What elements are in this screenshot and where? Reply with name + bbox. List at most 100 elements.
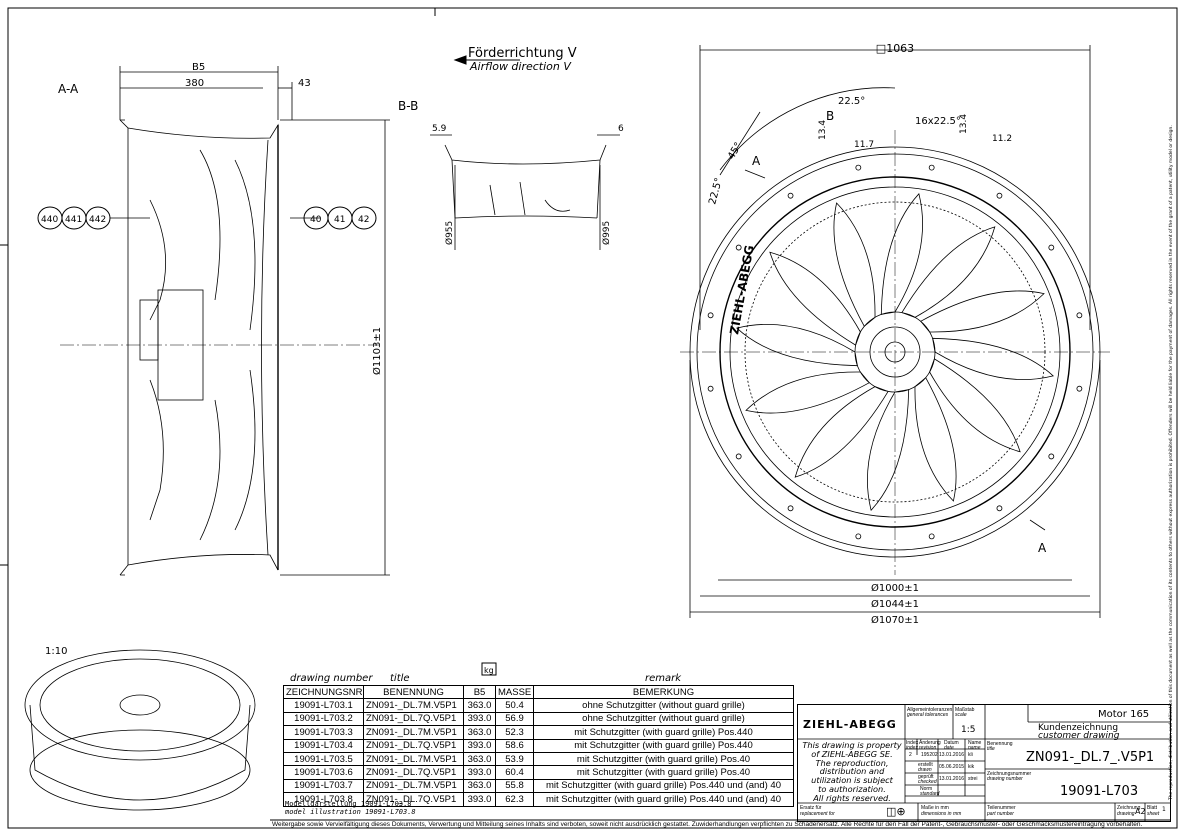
format-label-de: Zeichnung <box>1117 805 1141 811</box>
replacement-label-de: Ersatz für <box>800 805 822 811</box>
col-remark: BEMERKUNG <box>533 684 794 700</box>
row-b5: 363.0 <box>463 725 496 740</box>
row-b5: 393.0 <box>463 738 496 753</box>
part-label-en: part number <box>987 811 1014 817</box>
format-label-en: drawing <box>1117 811 1135 817</box>
row-b5: 393.0 <box>463 792 496 807</box>
rev-date-de: Datum <box>944 740 959 746</box>
row-title: ZN091-_DL.7Q.V5P1 <box>363 711 464 727</box>
sheet-border <box>7 7 1178 829</box>
scale-value: 1:5 <box>961 725 976 735</box>
dim-13-4-b: 13.4 <box>959 114 969 134</box>
dim-dia-1103: Ø1103±1 <box>371 327 383 375</box>
row-mass: 62.3 <box>495 792 534 807</box>
dim-11-2: 11.2 <box>992 134 1012 144</box>
title-block: ZIEHL-ABEGG Allgemeintoleranzen general … <box>797 704 1171 822</box>
col-mass: MASSE <box>495 684 534 700</box>
front-view <box>680 45 1110 618</box>
row-number: 19091-L703.1 <box>283 698 364 713</box>
sheet-label-de: Blatt <box>1147 805 1158 811</box>
section-marker-a-top: A <box>752 154 761 168</box>
weight-icon-label: kg <box>484 666 494 675</box>
sheet-value: 1 <box>1162 806 1166 813</box>
sheet-label-en: sheet <box>1147 811 1160 817</box>
section-bb <box>430 134 620 250</box>
side-view-aa <box>60 66 390 576</box>
drawing-type-en: customer drawing <box>1038 731 1120 741</box>
property-notice-line: distribution and <box>819 766 885 777</box>
row-title: ZN091-_DL.7M.V5P1 <box>363 698 464 713</box>
mounting-hole <box>707 385 714 392</box>
tolerances-label-en: general tolerances <box>907 712 949 718</box>
mounting-hole <box>928 164 935 171</box>
rev-change-de: Änderung <box>919 740 941 746</box>
row-title: ZN091-_DL.7Q.V5P1 <box>363 792 464 807</box>
row-number: 19091-L703.3 <box>283 725 364 740</box>
col-number: ZEICHNUNGSNR <box>283 684 364 700</box>
mounting-hole <box>928 533 935 540</box>
model-note-de: Modelldarstellung 19091-L703.8 <box>285 800 412 808</box>
model-scale-label: 1:10 <box>45 646 67 657</box>
header-title: title <box>390 673 410 684</box>
dim-b5: B5 <box>192 62 205 73</box>
mounting-hole <box>707 312 714 319</box>
row-mass: 55.8 <box>495 778 534 794</box>
title-block-grid <box>798 705 1170 821</box>
part-label-de: Teilenummer <box>987 805 1016 811</box>
dim-16x22-5: 16x22.5° <box>915 116 961 127</box>
balloon-440: 440 <box>41 215 58 225</box>
dim-6: 6 <box>618 124 624 134</box>
balloon-40: 40 <box>310 215 322 225</box>
airflow-arrow <box>453 55 520 65</box>
isometric-model <box>24 649 256 811</box>
title-label-de: Benennung <box>987 741 1013 747</box>
fan-blade <box>833 202 876 327</box>
balloon-41: 41 <box>334 215 345 225</box>
side-notice: The reproduction, distribution and utili… <box>1168 125 1174 801</box>
row-remark: ohne Schutzgitter (without guard grille) <box>533 711 794 727</box>
drawing-type-de: Kundenzeichnung <box>1038 723 1119 733</box>
section-aa-label: A-A <box>58 82 79 96</box>
dim-dia-955: Ø955 <box>444 221 455 245</box>
drawn-label-de: erstellt <box>918 762 933 768</box>
dim-43: 43 <box>298 78 311 89</box>
header-remark: remark <box>645 673 682 684</box>
airflow-label-en: Airflow direction V <box>469 60 572 73</box>
standard-label-en: standard <box>920 791 940 797</box>
checked-name: strei <box>968 776 978 782</box>
row-remark: ohne Schutzgitter (without guard grille) <box>533 698 794 713</box>
balloon-42: 42 <box>358 215 369 225</box>
motor-label: Motor 165 <box>1098 709 1150 720</box>
mounting-hole <box>1076 385 1083 392</box>
balloon-442: 442 <box>89 215 106 225</box>
fan-blade <box>745 371 870 414</box>
row-number: 19091-L703.7 <box>283 778 364 794</box>
col-title: BENENNUNG <box>363 684 464 700</box>
row-remark: mit Schutzgitter (with guard grille) Pos… <box>533 792 794 807</box>
drawn-name: kik <box>968 764 975 770</box>
mounting-hole <box>787 192 794 199</box>
property-notice-line: utilization is subject <box>811 775 893 786</box>
drawing-number: 19091-L703 <box>1060 784 1139 799</box>
dim-angle-22-5-b: 22.5° <box>707 177 725 206</box>
mounting-hole <box>787 505 794 512</box>
row-b5: 363.0 <box>463 698 496 713</box>
row-remark: mit Schutzgitter (with guard grille) Pos… <box>533 725 794 740</box>
dim-angle-45: 45° <box>726 141 744 162</box>
parts-table: ZEICHNUNGSNR BENENNUNG B5 MASSE BEMERKUN… <box>283 684 794 807</box>
row-mass: 58.6 <box>495 738 534 753</box>
dim-angle-22-5: 22.5° <box>838 96 865 107</box>
row-remark: mit Schutzgitter (with guard grille) Pos… <box>533 738 794 753</box>
property-notice-line: The reproduction, <box>815 757 889 768</box>
table-header-row: ZEICHNUNGSNR BENENNUNG B5 MASSE BEMERKUN… <box>283 684 794 700</box>
fan-blade <box>867 389 910 512</box>
rev-name: kli <box>968 752 973 758</box>
balloons-left <box>37 206 377 230</box>
title-label-en: title <box>987 746 995 752</box>
